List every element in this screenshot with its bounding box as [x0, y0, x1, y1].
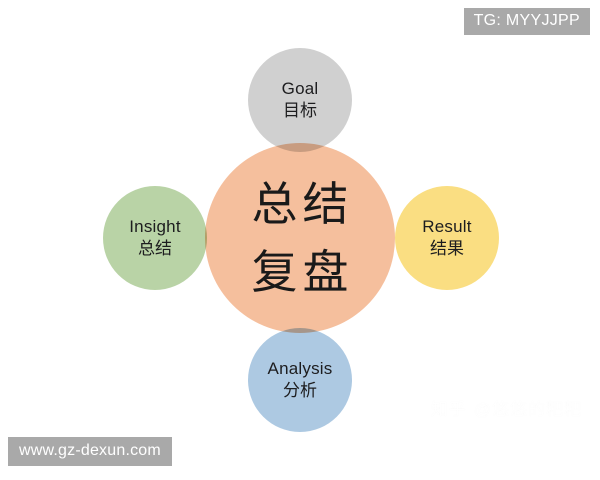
circle-result[interactable]: Result 结果	[395, 186, 499, 290]
circle-insight-label-cn: 总结	[138, 239, 172, 258]
circle-insight[interactable]: Insight 总结	[103, 186, 207, 290]
circle-goal-label-cn: 目标	[283, 101, 317, 120]
circle-goal[interactable]: Goal 目标	[248, 48, 352, 152]
site-url-watermark: www.gz-dexun.com	[8, 437, 172, 466]
telegram-badge: TG: MYYJJPP	[463, 8, 590, 35]
zhihu-logo-text: 知乎	[430, 400, 467, 419]
hub-label-line1: 总结	[251, 177, 354, 230]
circle-goal-label-en: Goal	[281, 78, 319, 98]
hub-label-line2: 复盘	[251, 246, 354, 298]
zhihu-handle: @悠悠的粑粑	[473, 400, 582, 419]
circle-result-label-en: Result	[422, 216, 472, 236]
circle-insight-label-en: Insight	[129, 216, 181, 236]
circle-summary-review-hub[interactable]: 总结 复盘	[205, 143, 395, 333]
circle-result-label-cn: 结果	[430, 239, 464, 258]
circle-analysis-label-cn: 分析	[283, 381, 317, 400]
zhihu-watermark: 知乎 @悠悠的粑粑	[431, 395, 582, 420]
circle-analysis[interactable]: Analysis 分析	[248, 328, 352, 432]
circle-analysis-label-en: Analysis	[267, 358, 333, 378]
